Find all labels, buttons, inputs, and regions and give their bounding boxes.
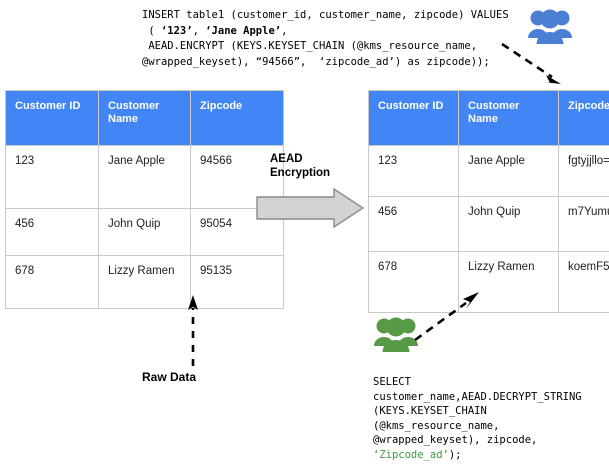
table-row: 123 Jane Apple fgtyjjllo= bbox=[368, 145, 609, 197]
table-header-row: Customer ID Customer Name Zipcode bbox=[368, 90, 609, 146]
cell-customer-name: John Quip bbox=[98, 208, 191, 256]
insert-line-2-suffix: , bbox=[281, 24, 288, 37]
insert-line-3: AEAD.ENCRYPT (KEYS.KEYSET_CHAIN (@kms_re… bbox=[142, 40, 478, 52]
cell-customer-name: Jane Apple bbox=[458, 145, 559, 197]
cell-zipcode: 94566 bbox=[190, 145, 284, 209]
insert-line-2-prefix: ( bbox=[142, 24, 161, 37]
cell-customer-name: John Quip bbox=[458, 196, 559, 252]
select-line-4: (@kms_resource_name, bbox=[373, 419, 500, 432]
select-sql-statement: SELECT customer_name,AEAD.DECRYPT_STRING… bbox=[373, 375, 582, 462]
column-header-zipcode: Zipcode bbox=[190, 90, 284, 146]
cell-customer-id: 678 bbox=[5, 255, 99, 309]
cell-zipcode: 95135 bbox=[190, 255, 284, 309]
insert-line-2-mid: , bbox=[192, 24, 206, 37]
people-group-icon bbox=[374, 317, 418, 352]
cell-customer-name: Lizzy Ramen bbox=[98, 255, 191, 309]
cell-customer-name: Jane Apple bbox=[98, 145, 191, 209]
block-arrow-right-icon bbox=[256, 188, 364, 228]
insert-sql-statement: INSERT table1 (customer_id, customer_nam… bbox=[142, 8, 509, 70]
cell-zipcode-cipher: fgtyjjllo= bbox=[558, 145, 609, 197]
aead-encryption-label: AEAD Encryption bbox=[270, 153, 331, 179]
cell-customer-id: 678 bbox=[368, 251, 459, 313]
encrypted-data-table: Customer ID Customer Name Zipcode 123 Ja… bbox=[368, 90, 609, 313]
raw-data-label: Raw Data bbox=[142, 370, 197, 384]
select-line-5: @wrapped_keyset), zipcode, bbox=[373, 434, 538, 446]
select-literal-zipcode-ad: ‘Zipcode_ad’ bbox=[373, 448, 449, 461]
people-group-icon bbox=[528, 9, 572, 44]
table-row: 456 John Quip 95054 bbox=[5, 208, 284, 256]
cell-customer-name: Lizzy Ramen bbox=[458, 251, 559, 313]
column-header-customer-name: Customer Name bbox=[98, 90, 191, 146]
dashed-arrow-up-icon bbox=[188, 295, 198, 366]
table-header-row: Customer ID Customer Name Zipcode bbox=[5, 90, 284, 146]
column-header-customer-id: Customer ID bbox=[368, 90, 459, 146]
select-line-2: customer_name,AEAD.DECRYPT_STRING bbox=[373, 390, 582, 403]
column-header-customer-id: Customer ID bbox=[5, 90, 99, 146]
cell-zipcode-cipher: koemF5ter= bbox=[558, 251, 609, 313]
column-header-zipcode: Zipcode bbox=[558, 90, 609, 146]
insert-line-1: INSERT table1 (customer_id, customer_nam… bbox=[142, 9, 509, 21]
dashed-arrow-up-right-icon bbox=[414, 292, 479, 342]
select-line-6-suffix: ); bbox=[448, 448, 462, 461]
dashed-arrow-down-right-icon bbox=[501, 42, 561, 84]
cell-customer-id: 456 bbox=[368, 196, 459, 252]
cell-customer-id: 123 bbox=[368, 145, 459, 197]
select-line-1: SELECT bbox=[373, 376, 411, 388]
insert-literal-customer-name: ‘Jane Apple’ bbox=[205, 24, 282, 37]
raw-data-table: Customer ID Customer Name Zipcode 123 Ja… bbox=[5, 90, 284, 309]
table-row: 678 Lizzy Ramen 95135 bbox=[5, 255, 284, 309]
select-line-3: (KEYS.KEYSET_CHAIN bbox=[373, 405, 487, 417]
table-row: 456 John Quip m7Yumuaw qry bbox=[368, 196, 609, 252]
table-row: 678 Lizzy Ramen koemF5ter= bbox=[368, 251, 609, 313]
table-row: 123 Jane Apple 94566 bbox=[5, 145, 284, 209]
cell-customer-id: 456 bbox=[5, 208, 99, 256]
insert-line-4: @wrapped_keyset), “94566”, ‘zipcode_ad’)… bbox=[142, 55, 490, 68]
cell-zipcode-cipher: m7Yumuaw qry bbox=[558, 196, 609, 252]
column-header-customer-name: Customer Name bbox=[458, 90, 559, 146]
cell-customer-id: 123 bbox=[5, 145, 99, 209]
insert-literal-customer-id: ‘123’ bbox=[160, 24, 193, 37]
